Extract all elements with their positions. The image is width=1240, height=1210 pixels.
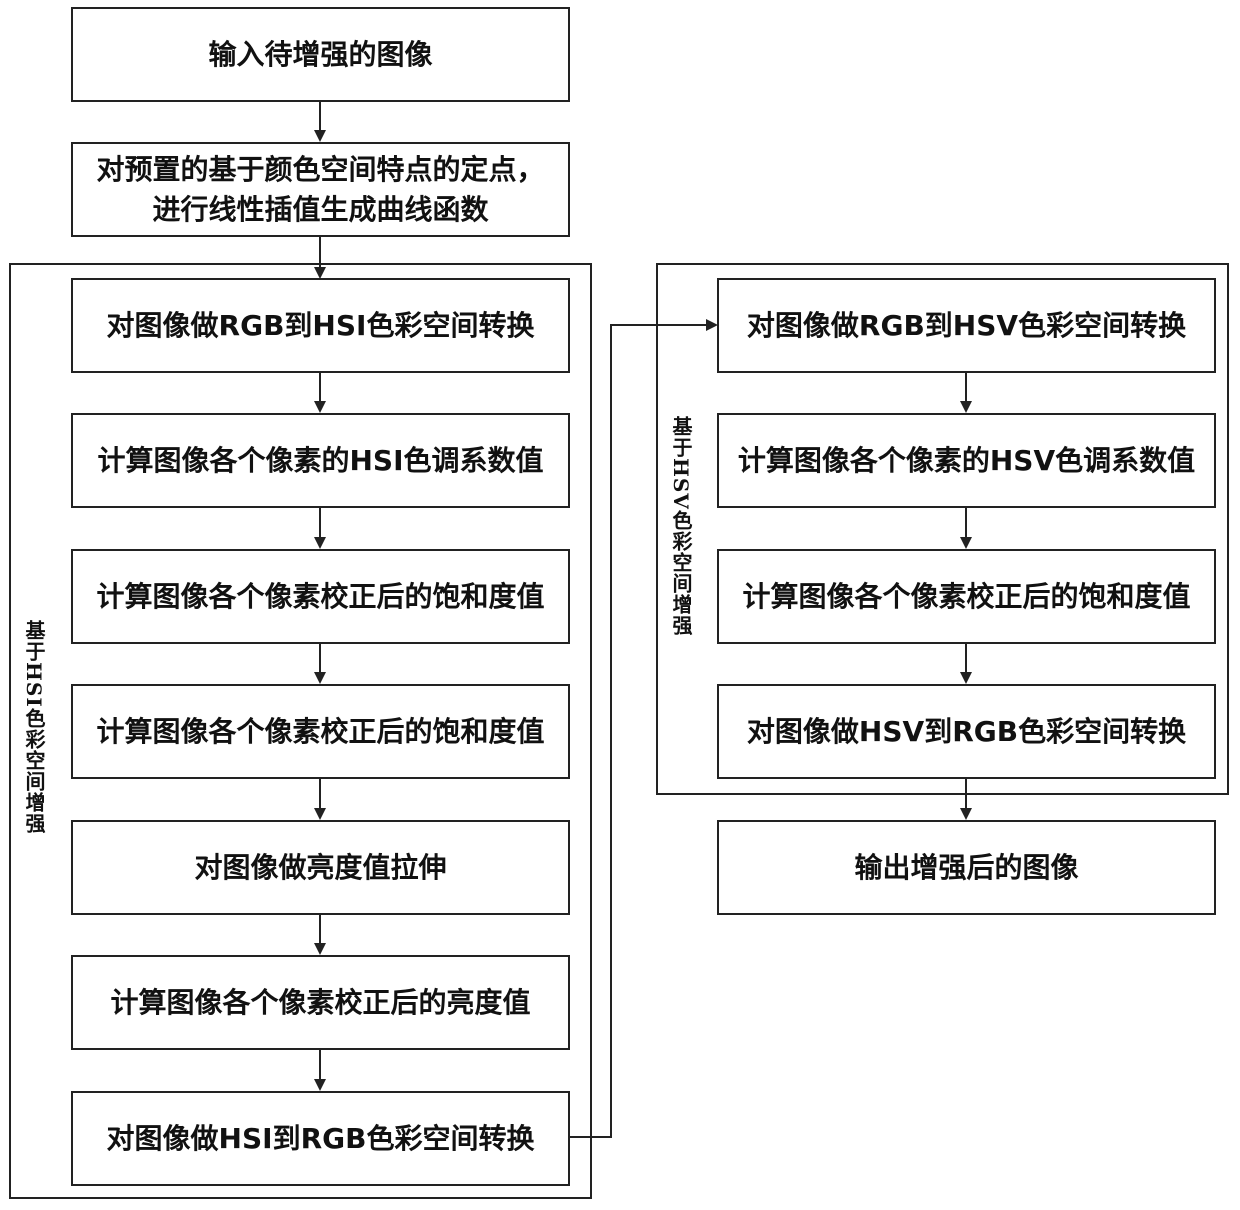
interpolation-line-1: 对预置的基于颜色空间特点的定点，: [96, 153, 545, 187]
hsi-group: [9, 263, 592, 1199]
hsi-step-6: 计算图像各个像素校正后的亮度值: [71, 955, 570, 1050]
hsv-step-3: 计算图像各个像素校正后的饱和度值: [717, 549, 1216, 644]
output-image-label: 输出增强后的图像: [854, 850, 1079, 884]
hsv-step-4-label: 对图像做HSV到RGB色彩空间转换: [746, 714, 1187, 748]
interpolation-box: 对预置的基于颜色空间特点的定点， 进行线性插值生成曲线函数: [71, 142, 570, 237]
hsv-group-label: 基于HSV色彩空间增强: [669, 416, 693, 636]
hsi-step-5: 对图像做亮度值拉伸: [71, 820, 570, 915]
hsv-group: [656, 263, 1229, 795]
hsi-step-1: 对图像做RGB到HSI色彩空间转换: [71, 278, 570, 373]
hsv-step-1-label: 对图像做RGB到HSV色彩空间转换: [746, 308, 1187, 342]
hsi-step-2: 计算图像各个像素的HSI色调系数值: [71, 413, 570, 508]
hsv-step-2: 计算图像各个像素的HSV色调系数值: [717, 413, 1216, 508]
hsi-step-4: 计算图像各个像素校正后的饱和度值: [71, 684, 570, 779]
hsi-step-3: 计算图像各个像素校正后的饱和度值: [71, 549, 570, 644]
hsv-step-2-label: 计算图像各个像素的HSV色调系数值: [737, 443, 1196, 477]
hsi-step-5-label: 对图像做亮度值拉伸: [194, 850, 447, 884]
input-image-box: 输入待增强的图像: [71, 7, 570, 102]
output-image-box: 输出增强后的图像: [717, 820, 1216, 915]
interpolation-line-2: 进行线性插值生成曲线函数: [152, 192, 489, 226]
hsi-step-3-label: 计算图像各个像素校正后的饱和度值: [96, 579, 545, 613]
hsv-step-3-label: 计算图像各个像素校正后的饱和度值: [742, 579, 1191, 613]
input-image-label: 输入待增强的图像: [208, 37, 433, 71]
hsi-step-7-label: 对图像做HSI到RGB色彩空间转换: [106, 1121, 535, 1155]
hsv-step-1: 对图像做RGB到HSV色彩空间转换: [717, 278, 1216, 373]
hsv-step-4: 对图像做HSV到RGB色彩空间转换: [717, 684, 1216, 779]
hsi-step-6-label: 计算图像各个像素校正后的亮度值: [110, 985, 531, 1019]
hsi-step-7: 对图像做HSI到RGB色彩空间转换: [71, 1091, 570, 1186]
hsi-step-4-label: 计算图像各个像素校正后的饱和度值: [96, 714, 545, 748]
hsi-group-label: 基于HSI色彩空间增强: [22, 620, 46, 834]
hsi-step-1-label: 对图像做RGB到HSI色彩空间转换: [106, 308, 535, 342]
hsi-step-2-label: 计算图像各个像素的HSI色调系数值: [97, 443, 544, 477]
